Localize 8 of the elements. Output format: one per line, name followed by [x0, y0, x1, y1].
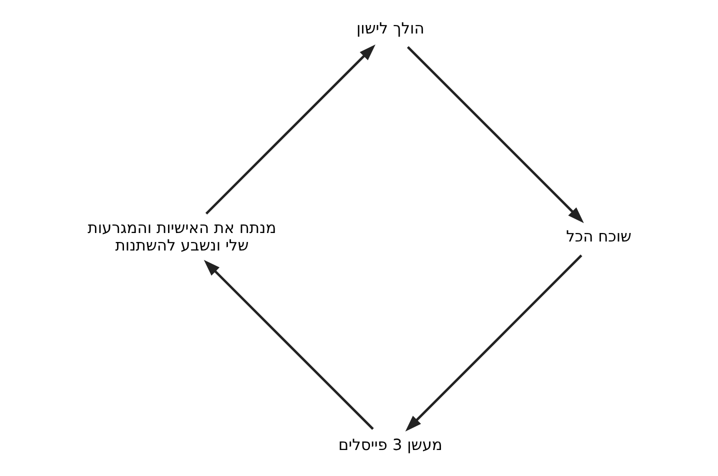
node-text: מנתח את האישיות והמגרעות שלי ונשבע להשתנות: [87, 218, 276, 254]
node-text: שוכח הכל: [566, 228, 631, 246]
node-text: מעשן 3 פייסלים: [338, 436, 442, 454]
node-text: הולך לישון: [356, 19, 424, 38]
arrow: [406, 46, 584, 224]
arrow: [203, 260, 374, 430]
arrow: [404, 254, 582, 432]
arrow: [204, 44, 375, 215]
